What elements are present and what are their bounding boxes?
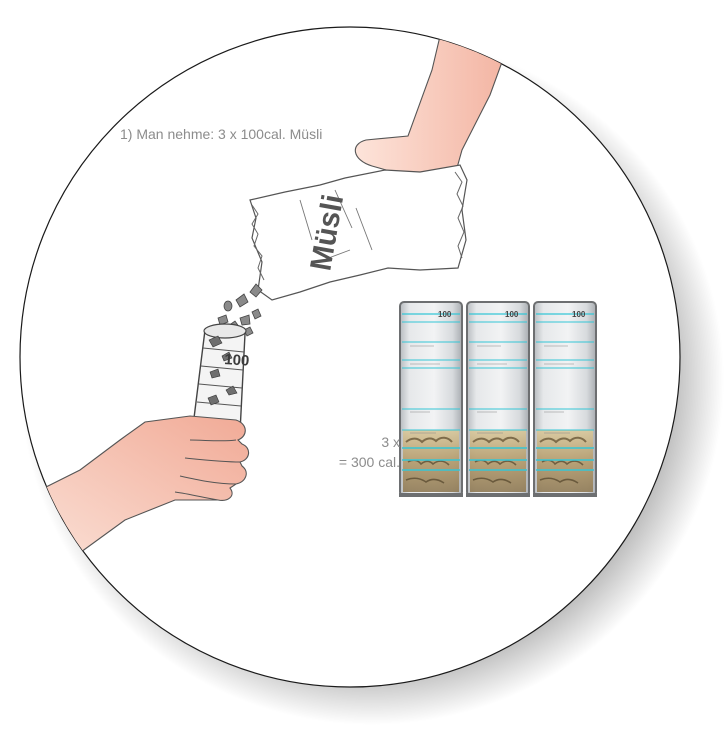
- disc-background: [19, 26, 681, 688]
- jar-label: 100: [505, 310, 519, 319]
- measuring-cup: 100: [192, 323, 250, 433]
- lower-hand: [20, 415, 250, 561]
- jar: 100: [466, 301, 530, 497]
- jar-group: 100 100: [399, 301, 597, 497]
- jar-label: 100: [438, 310, 452, 319]
- cup-label: 100: [224, 351, 250, 370]
- jar-label: 100: [572, 310, 586, 319]
- total-calories-text: = 300 cal.: [338, 454, 400, 470]
- muesli-bag: Müsli: [249, 164, 468, 301]
- jar-count-text: 3 x: [381, 434, 400, 450]
- jar: 100: [533, 301, 597, 497]
- instruction-text: 1) Man nehme: 3 x 100cal. Müsli: [120, 126, 323, 142]
- jar: 100: [399, 301, 463, 497]
